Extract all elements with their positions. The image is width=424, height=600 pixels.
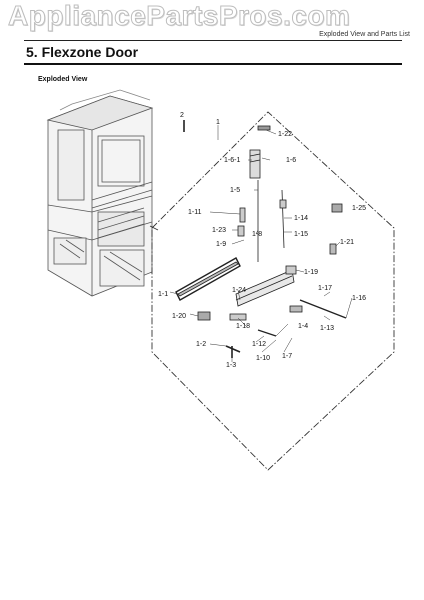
part-label-1-22: 1-22 — [278, 131, 292, 138]
part-label-1-13: 1-13 — [320, 325, 334, 332]
part-label-1-11: 1-11 — [188, 209, 202, 216]
part-label-1-20: 1-20 — [172, 313, 186, 320]
part-label-1-12: 1-12 — [252, 341, 266, 348]
part-label-1-7: 1-7 — [282, 353, 292, 360]
part-label-1-10: 1-10 — [256, 355, 270, 362]
refrigerator-illustration — [46, 89, 159, 297]
part-label-1-6-1: 1-6-1 — [224, 157, 240, 164]
part-label-2: 2 — [180, 112, 184, 119]
part-label-1-5: 1-5 — [230, 187, 240, 194]
part-labels: 2 1 1-22 1-6-1 1-6 1-5 1-25 1-11 1-14 1-… — [158, 112, 366, 369]
part-label-1-19: 1-19 — [304, 269, 318, 276]
part-label-1-18: 1-18 — [236, 323, 250, 330]
part-label-1-25: 1-25 — [352, 205, 366, 212]
page-title: 5. Flexzone Door — [26, 44, 139, 60]
part-label-1-2: 1-2 — [196, 341, 206, 348]
part-label-1-9: 1-9 — [216, 241, 226, 248]
part-label-1-14: 1-14 — [294, 215, 308, 222]
watermark-logo: AppliancePartsPros.com — [7, 0, 351, 32]
part-label-1-3: 1-3 — [226, 362, 236, 369]
part-label-1-16: 1-16 — [352, 295, 366, 302]
part-label-1-4: 1-4 — [298, 323, 308, 330]
part-label-1-24: 1-24 — [232, 287, 246, 294]
section-subtitle: Exploded View — [38, 76, 88, 83]
part-label-1-1: 1-1 — [158, 291, 168, 298]
part-label-1-21: 1-21 — [340, 239, 354, 246]
header-rule — [24, 40, 402, 41]
part-label-1-23: 1-23 — [212, 227, 226, 234]
leader-lines — [169, 125, 353, 362]
door-frame-parts — [175, 120, 347, 358]
header-tag: Exploded View and Parts List — [319, 31, 410, 38]
title-rule — [24, 63, 402, 65]
part-label-1-6: 1-6 — [286, 157, 296, 164]
part-label-1-17: 1-17 — [318, 285, 332, 292]
part-label-1-8: 1-8 — [252, 231, 262, 238]
part-label-1: 1 — [216, 119, 220, 126]
part-label-1-15: 1-15 — [294, 231, 308, 238]
assembly-boundary — [151, 111, 395, 471]
